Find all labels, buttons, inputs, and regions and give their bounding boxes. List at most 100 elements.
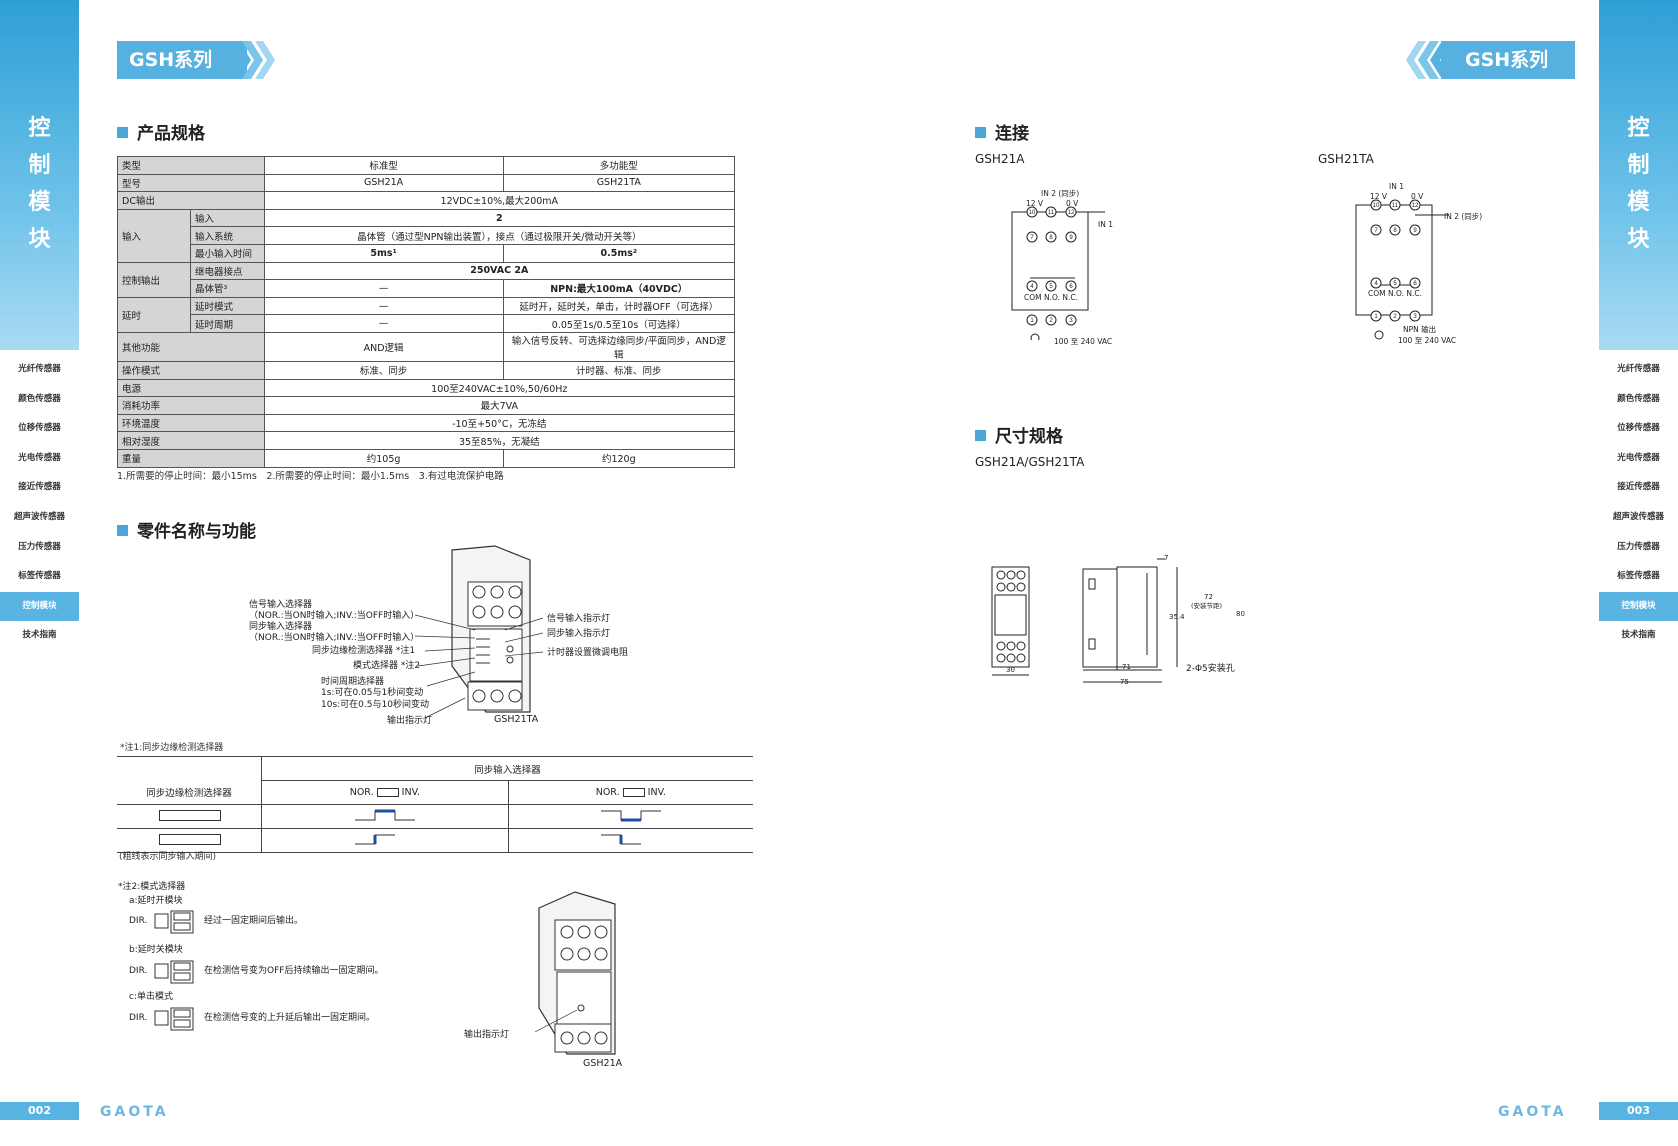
- heading-marker: [117, 525, 128, 536]
- brand-logo-right: GAOTA: [1498, 1104, 1567, 1120]
- callout-sync-indicator: 同步输入指示灯: [547, 629, 611, 639]
- callout-output-indicator: 输出指示灯: [387, 716, 433, 726]
- svg-text:9: 9: [1069, 235, 1073, 241]
- label-in2: IN 2 (同步): [1444, 212, 1483, 221]
- svg-text:8: 8: [1049, 235, 1053, 241]
- series-banner-left: GSH系列: [117, 41, 247, 79]
- sidebar-item-displacement[interactable]: 位移传感器: [1617, 423, 1660, 434]
- sidebar-item-fiber[interactable]: 光纤传感器: [18, 364, 61, 374]
- sidebar-item-control-module[interactable]: 控制模块: [0, 591, 79, 622]
- heading-marker: [975, 430, 986, 441]
- svg-text:12: 12: [1068, 210, 1075, 216]
- sidebar-item-color[interactable]: 颜色传感器: [1617, 393, 1660, 404]
- svg-text:6: 6: [1413, 281, 1417, 287]
- svg-text:5: 5: [1049, 284, 1053, 290]
- sidebar-item-label[interactable]: 标签传感器: [18, 571, 61, 582]
- callout-text: （NOR.:当ON时输入;INV.:当OFF时输入）: [249, 633, 420, 643]
- dir-label: DIR.: [129, 1013, 148, 1023]
- section-dimensions-heading: 尺寸规格: [975, 422, 1063, 447]
- waveform-icon: [600, 834, 641, 845]
- callout-period-selector: 时间周期选择器: [321, 677, 385, 687]
- sidebar-item-fiber[interactable]: 光纤传感器: [1617, 364, 1660, 374]
- cell: AND逻辑: [263, 331, 504, 362]
- cell: [261, 804, 509, 829]
- callout-signal-input-selector: 信号输入选择器: [249, 600, 313, 610]
- sidebar-item-pressure[interactable]: 压力传感器: [18, 541, 61, 552]
- cell: 操作模式: [117, 360, 265, 380]
- series-title: GSH系列: [1465, 49, 1549, 71]
- heading-marker: [975, 127, 986, 138]
- dim-72: 72: [1204, 593, 1213, 601]
- sidebar-item-ultrasonic[interactable]: 超声波传感器: [1612, 511, 1664, 522]
- cell: 其他功能: [117, 331, 265, 362]
- cell: 消耗功率: [117, 396, 265, 415]
- section-spec-heading: 产品规格: [117, 119, 205, 144]
- sidebar-item-proximity[interactable]: 接近传感器: [1617, 482, 1660, 493]
- note2-title: *注2:模式选择器: [118, 882, 186, 892]
- svg-text:7: 7: [1030, 235, 1034, 241]
- cell: 晶体管³: [190, 279, 265, 298]
- sidebar-top-band: [1599, 0, 1678, 350]
- svg-text:2: 2: [1049, 318, 1053, 324]
- mode-c-text: 在检测信号变的上升延后输出一固定期间。: [204, 1013, 376, 1023]
- label-in1: IN 1: [1389, 182, 1404, 191]
- cell: 类型: [117, 156, 265, 175]
- nor-text: NOR.: [349, 787, 374, 798]
- sync-edge-table: 同步输入选择器 同步边缘检测选择器 NOR. INV. NOR. INV.: [117, 756, 753, 853]
- title-char: 块: [28, 227, 51, 252]
- sidebar-item-pressure[interactable]: 压力传感器: [1617, 541, 1660, 552]
- svg-text:2: 2: [1393, 314, 1397, 320]
- callout-text: （NOR.:当ON时输入;INV.:当OFF时输入）: [249, 611, 420, 621]
- waveform-icon: [354, 809, 415, 821]
- cell: [117, 804, 262, 829]
- page-number: 002: [0, 1102, 79, 1120]
- mode-switch-icon: [154, 910, 194, 934]
- sidebar-item-photoelectric[interactable]: 光电传感器: [18, 452, 61, 463]
- callout-text: 10s:可在0.5与10秒间变动: [321, 700, 429, 710]
- cell: 相对湿度: [117, 431, 265, 450]
- sidebar-item-displacement[interactable]: 位移传感器: [18, 423, 61, 434]
- sidebar-item-tech-guide[interactable]: 技术指南: [22, 630, 57, 641]
- label-12v: 12 V: [1370, 192, 1388, 201]
- cell: 晶体管（通过型NPN输出装置），接点（通过极限开关/微动开关等）: [263, 226, 736, 245]
- cell-nor-b: NOR. INV.: [507, 780, 753, 805]
- mode-c-title: c:单击模式: [129, 992, 173, 1002]
- cell: 输入: [190, 208, 265, 228]
- svg-text:11: 11: [1048, 210, 1055, 216]
- svg-text:5: 5: [1393, 281, 1397, 287]
- chevron-right-icon: [229, 41, 275, 79]
- cell: [507, 804, 753, 829]
- sidebar-item-proximity[interactable]: 接近传感器: [18, 482, 61, 493]
- edge-switch-icon: [159, 833, 221, 845]
- connection-b-title: GSH21TA: [1318, 152, 1374, 166]
- connection-a-title: GSH21A: [975, 152, 1025, 166]
- cell: 环境温度: [117, 413, 265, 433]
- cell: 最大7VA: [263, 396, 736, 415]
- label-in1: IN 1: [1098, 220, 1113, 229]
- cell: [117, 756, 262, 781]
- sidebar-vertical-title: 控 制 模 块: [0, 110, 79, 258]
- sidebar-item-ultrasonic[interactable]: 超声波传感器: [13, 511, 65, 522]
- cell: 5ms¹: [263, 243, 504, 263]
- sidebar-item-photoelectric[interactable]: 光电传感器: [1617, 452, 1660, 463]
- label-ac: 100 至 240 VAC: [1398, 336, 1457, 345]
- cell: GSH21TA: [502, 173, 736, 193]
- sidebar-item-tech-guide[interactable]: 技术指南: [1621, 630, 1656, 641]
- cell: 输入系统: [190, 226, 265, 245]
- cell: 2: [263, 208, 736, 228]
- waveform-icon: [600, 810, 661, 822]
- dim-72-note: (安装节距): [1191, 602, 1223, 610]
- cell: 12VDC±10%,最大200mA: [263, 191, 736, 210]
- cell: 最小输入时间: [190, 243, 265, 263]
- callout-text: 1s:可在0.05与1秒间变动: [321, 688, 424, 698]
- dim-75: 75: [1120, 678, 1129, 686]
- sidebar-menu: 光纤传感器 颜色传感器 位移传感器 光电传感器 接近传感器 超声波传感器 压力传…: [0, 355, 79, 651]
- cell: 250VAC 2A: [263, 261, 736, 281]
- sidebar-item-control-module[interactable]: 控制模块: [1599, 591, 1678, 622]
- sync-note: (粗线表示同步输入期间): [119, 852, 217, 862]
- sidebar-item-color[interactable]: 颜色传感器: [18, 393, 61, 404]
- cell: —: [263, 296, 504, 316]
- sidebar-item-label[interactable]: 标签传感器: [1617, 571, 1660, 582]
- svg-text:4: 4: [1374, 281, 1378, 287]
